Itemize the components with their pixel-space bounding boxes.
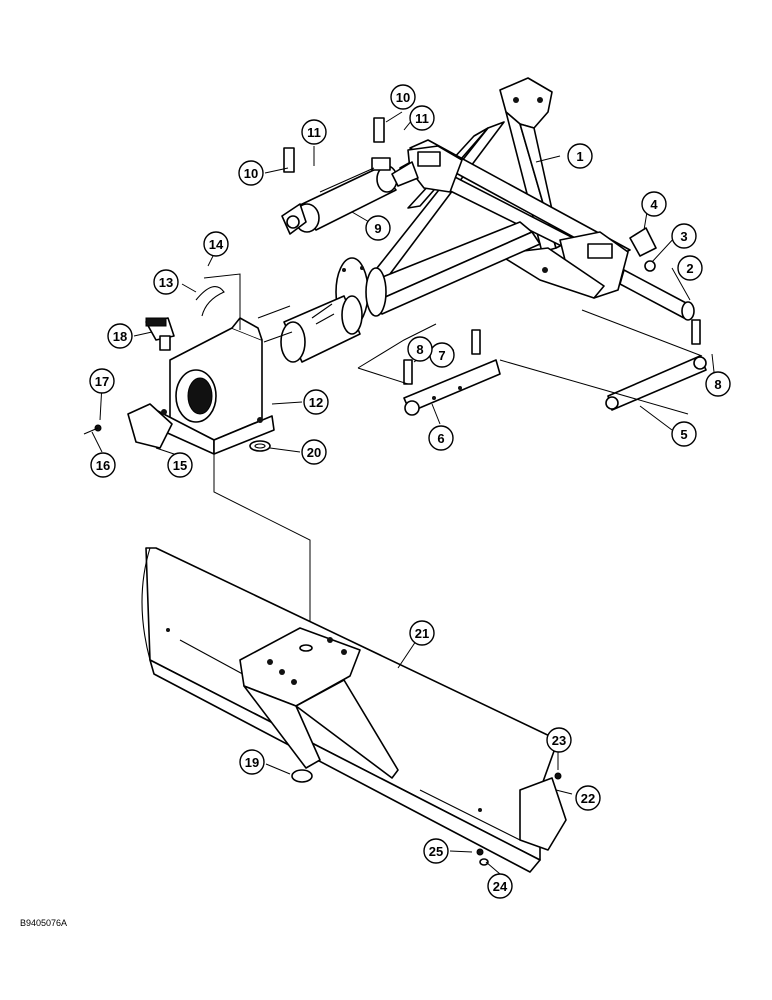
callout-21: 21 bbox=[409, 620, 435, 646]
callout-circle bbox=[546, 727, 572, 753]
callout-10: 10 bbox=[238, 160, 264, 186]
callout-circle bbox=[90, 452, 116, 478]
callout-5: 5 bbox=[671, 421, 697, 447]
callout-9: 9 bbox=[365, 215, 391, 241]
callout-2: 2 bbox=[677, 255, 703, 281]
callout-circle bbox=[671, 223, 697, 249]
callout-number: 9 bbox=[374, 221, 381, 236]
callout-number: 25 bbox=[429, 844, 443, 859]
callout-8: 8 bbox=[705, 371, 731, 397]
callout-circle bbox=[677, 255, 703, 281]
callout-number: 4 bbox=[650, 197, 658, 212]
callout-number: 19 bbox=[245, 755, 259, 770]
callout-circle bbox=[409, 105, 435, 131]
callout-circle bbox=[705, 371, 731, 397]
callout-circle bbox=[567, 143, 593, 169]
callout-7: 7 bbox=[429, 342, 455, 368]
callout-circle bbox=[167, 452, 193, 478]
swivel-housing bbox=[83, 286, 275, 455]
callout-number: 21 bbox=[415, 626, 429, 641]
callout-number: 1 bbox=[576, 149, 583, 164]
callout-12: 12 bbox=[303, 389, 329, 415]
callout-number: 14 bbox=[209, 237, 224, 252]
callout-number: 2 bbox=[686, 261, 693, 276]
callout-circle bbox=[238, 160, 264, 186]
callout-circle bbox=[301, 119, 327, 145]
callout-circle bbox=[365, 215, 391, 241]
callout-number: 22 bbox=[581, 791, 595, 806]
callout-11: 11 bbox=[409, 105, 435, 131]
blade bbox=[141, 547, 567, 873]
callout-circle bbox=[407, 336, 433, 362]
callout-8: 8 bbox=[407, 336, 433, 362]
callout-number: 15 bbox=[173, 458, 187, 473]
callout-17: 17 bbox=[89, 368, 115, 394]
callout-number: 20 bbox=[307, 445, 321, 460]
callout-number: 12 bbox=[309, 395, 323, 410]
callout-20: 20 bbox=[301, 439, 327, 465]
leader-lines bbox=[91, 111, 715, 875]
figure-code: B9405076A bbox=[20, 918, 68, 928]
callout-circle bbox=[107, 323, 133, 349]
callout-group: 1234567889101011111213141516171819202122… bbox=[89, 84, 731, 899]
callout-11: 11 bbox=[301, 119, 327, 145]
callout-circle bbox=[239, 749, 265, 775]
callout-23: 23 bbox=[546, 727, 572, 753]
callout-number: 18 bbox=[113, 329, 127, 344]
callout-24: 24 bbox=[487, 873, 513, 899]
callout-6: 6 bbox=[428, 425, 454, 451]
callout-number: 8 bbox=[714, 377, 721, 392]
link-arms bbox=[283, 117, 707, 416]
swivel-tube bbox=[257, 295, 363, 363]
callout-19: 19 bbox=[239, 749, 265, 775]
callout-22: 22 bbox=[575, 785, 601, 811]
callout-circle bbox=[301, 439, 327, 465]
callout-3: 3 bbox=[671, 223, 697, 249]
callout-number: 5 bbox=[680, 427, 687, 442]
callout-14: 14 bbox=[203, 231, 229, 257]
callout-number: 17 bbox=[95, 374, 109, 389]
callout-circle bbox=[390, 84, 416, 110]
callout-circle bbox=[641, 191, 667, 217]
callout-number: 11 bbox=[307, 125, 321, 140]
callout-number: 6 bbox=[437, 431, 444, 446]
callout-4: 4 bbox=[641, 191, 667, 217]
hydraulic-cylinder bbox=[281, 157, 419, 235]
callout-number: 7 bbox=[438, 348, 445, 363]
callout-circle bbox=[423, 838, 449, 864]
callout-number: 13 bbox=[159, 275, 173, 290]
callout-circle bbox=[428, 425, 454, 451]
callout-number: 10 bbox=[244, 166, 258, 181]
callout-13: 13 bbox=[153, 269, 179, 295]
callout-18: 18 bbox=[107, 323, 133, 349]
callout-circle bbox=[487, 873, 513, 899]
callout-number: 11 bbox=[415, 111, 429, 126]
callout-number: 3 bbox=[680, 229, 687, 244]
callout-number: 16 bbox=[96, 458, 110, 473]
callout-16: 16 bbox=[90, 452, 116, 478]
callout-1: 1 bbox=[567, 143, 593, 169]
callout-15: 15 bbox=[167, 452, 193, 478]
callout-circle bbox=[153, 269, 179, 295]
callout-circle bbox=[203, 231, 229, 257]
callout-number: 10 bbox=[396, 90, 410, 105]
callout-circle bbox=[89, 368, 115, 394]
callout-10: 10 bbox=[390, 84, 416, 110]
callout-number: 23 bbox=[552, 733, 566, 748]
callout-circle bbox=[575, 785, 601, 811]
a-frame-hitch bbox=[335, 77, 631, 327]
callout-circle bbox=[409, 620, 435, 646]
callout-number: 8 bbox=[416, 342, 423, 357]
callout-number: 24 bbox=[493, 879, 508, 894]
callout-circle bbox=[303, 389, 329, 415]
callout-25: 25 bbox=[423, 838, 449, 864]
callout-circle bbox=[671, 421, 697, 447]
